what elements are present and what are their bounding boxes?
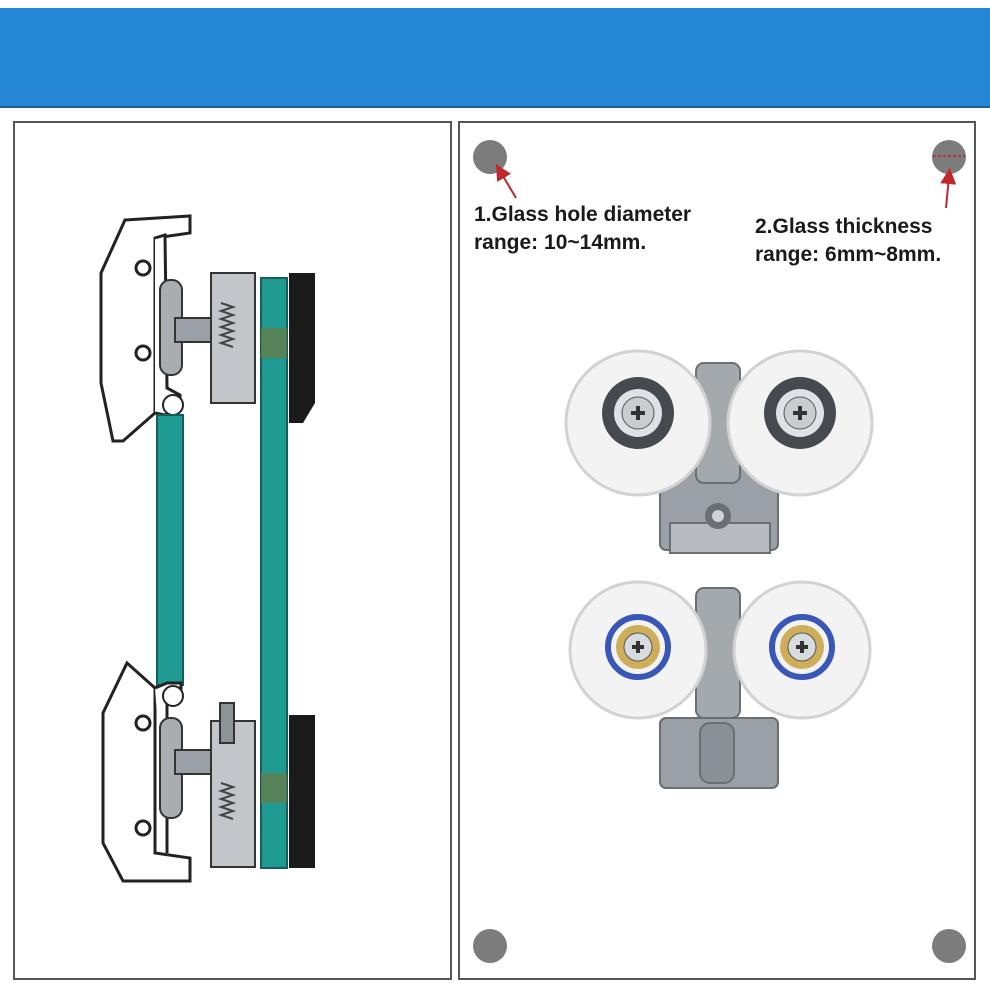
outer-glass-pane	[260, 277, 288, 869]
lower-roller	[159, 685, 256, 868]
red-arrow-icon	[940, 168, 957, 209]
hole-diameter-range: range: 10~14mm.	[474, 231, 647, 254]
cross-section-diagram	[99, 214, 315, 883]
phillips-screw-icon	[623, 632, 653, 662]
top-banner	[0, 0, 990, 108]
product-panel: 1.Glass hole diameter range: 10~14mm. 2.…	[458, 121, 976, 980]
phillips-screw-icon	[787, 632, 817, 662]
grey-circle-icon	[932, 929, 966, 963]
lower-seal	[289, 715, 315, 868]
grey-circle-icon	[473, 140, 507, 174]
upper-seal	[289, 273, 315, 423]
hole-diameter-title: 1.Glass hole diameter	[474, 203, 692, 226]
upper-roller-assembly	[564, 349, 874, 554]
phillips-screw-icon	[783, 396, 817, 430]
grey-circle-icon	[473, 929, 507, 963]
red-arrow-icon	[495, 164, 517, 199]
upper-roller	[159, 272, 256, 416]
product-illustration	[473, 140, 966, 963]
glass-thickness-range: range: 6mm~8mm.	[755, 243, 942, 266]
inner-glass-pane	[156, 414, 184, 686]
grey-circle-icon	[932, 140, 966, 174]
glass-thickness-note: 2.Glass thickness range: 6mm~8mm.	[755, 213, 941, 269]
glass-thickness-title: 2.Glass thickness	[755, 215, 933, 238]
hole-diameter-note: 1.Glass hole diameter range: 10~14mm.	[474, 201, 691, 257]
cross-section-panel	[13, 121, 452, 980]
lower-roller-assembly	[568, 580, 872, 789]
phillips-screw-icon	[621, 396, 655, 430]
